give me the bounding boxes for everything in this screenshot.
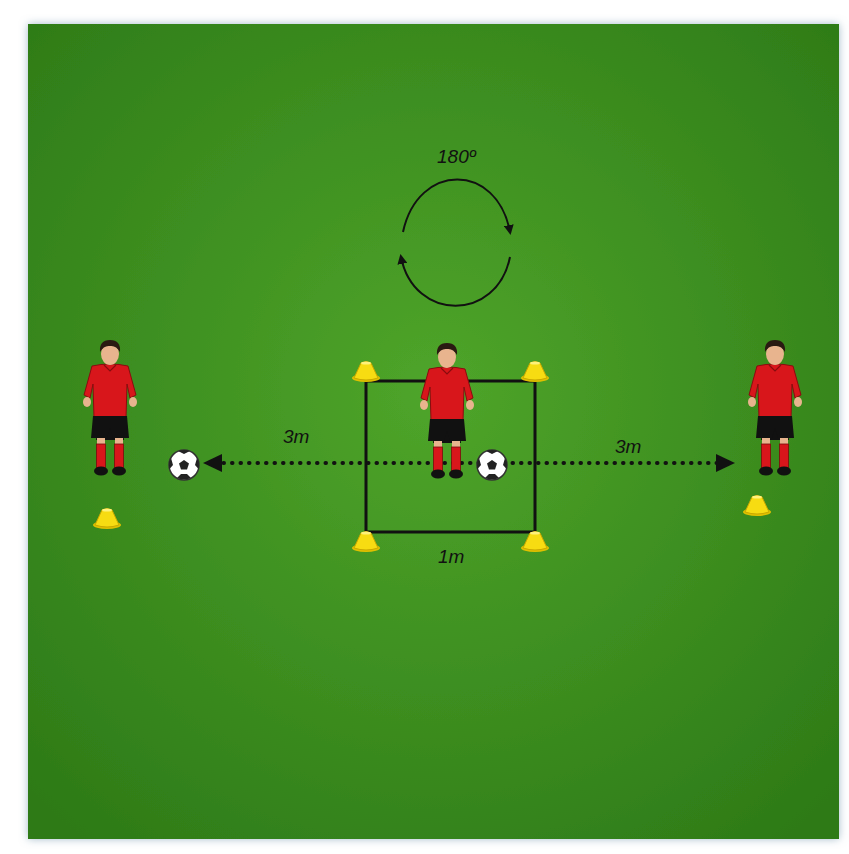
turn-arrow [403, 180, 510, 233]
ball [169, 450, 199, 480]
cone [352, 531, 380, 552]
cone [352, 361, 380, 382]
dimension-label: 1m [438, 547, 464, 568]
cone [93, 508, 121, 529]
rotation-label: 180º [437, 147, 476, 168]
cone [743, 495, 771, 516]
grass-field [28, 24, 839, 839]
pass-arrowhead [716, 454, 735, 472]
player [748, 340, 802, 476]
dimension-label: 3m [615, 437, 641, 458]
pass-arrowhead [203, 454, 222, 472]
cone [521, 361, 549, 382]
cone [521, 531, 549, 552]
turn-arrow [401, 257, 510, 306]
player [420, 343, 474, 479]
dimension-label: 3m [283, 427, 309, 448]
ball [477, 450, 507, 480]
pass-line [215, 461, 720, 465]
player [83, 340, 137, 476]
